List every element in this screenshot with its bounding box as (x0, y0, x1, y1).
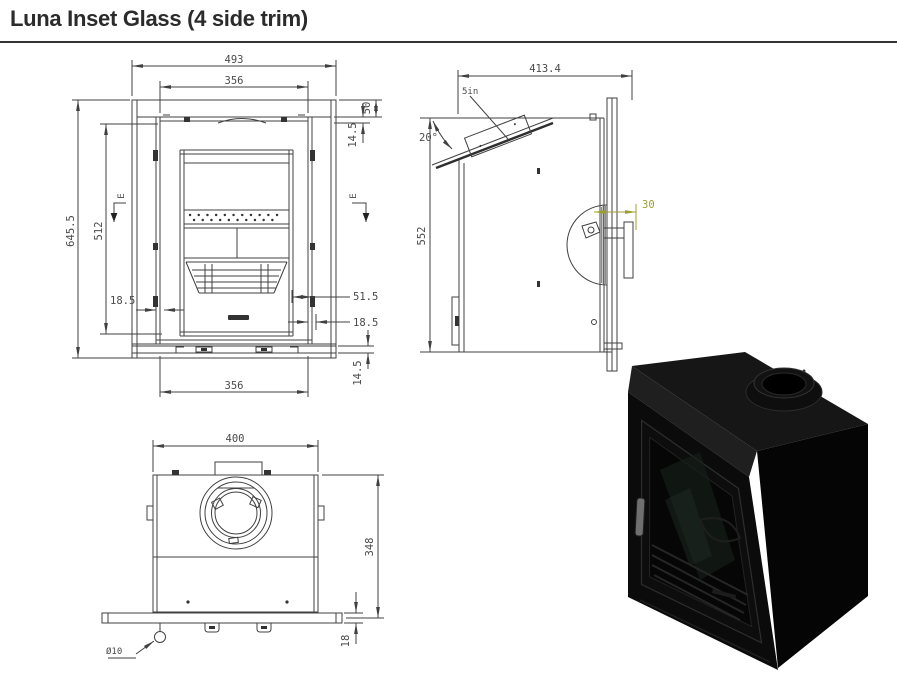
dim-50 (334, 99, 382, 118)
dim-18-5-right (288, 314, 350, 330)
pin-leader (135, 640, 155, 655)
dim-14-5-top (334, 104, 370, 143)
dim-493 (131, 60, 337, 96)
render-door-handle (634, 497, 646, 537)
dim-text-356-bottom: 356 (225, 380, 244, 392)
page-title: Luna Inset Glass (4 side trim) (10, 6, 308, 31)
dim-text-30: 30 (642, 199, 655, 211)
dim-text-413-4: 413.4 (529, 63, 561, 75)
flue-collar-top (199, 476, 273, 550)
dim-400 (152, 440, 319, 472)
render-bottom-crease (639, 599, 771, 663)
dim-text-14-5-bottom: 14.5 (352, 360, 364, 385)
trim-panel-side (603, 97, 623, 372)
front-dimensions (72, 60, 382, 397)
dim-text-20deg: 20° (419, 132, 438, 144)
dim-text-356-top: 356 (225, 75, 244, 87)
dim-356-bottom (159, 356, 309, 397)
dim-51-5 (291, 290, 350, 303)
dim-18 (344, 592, 363, 644)
section-label-right: E (349, 193, 359, 198)
side-view (420, 70, 637, 372)
dim-356-top (159, 81, 309, 113)
top-clip-left (184, 117, 190, 122)
hole-diameter-label: Ø10 (106, 646, 122, 657)
dim-348 (322, 474, 384, 619)
rear-bracket-detail (566, 204, 634, 286)
dim-text-14-5-top: 14.5 (347, 122, 359, 147)
glass-swirl (699, 517, 742, 543)
front-step (451, 296, 459, 346)
title-divider (0, 41, 897, 43)
fire-grate (184, 257, 289, 294)
section-label-left: E (117, 193, 127, 198)
dim-text-400: 400 (226, 433, 245, 445)
dim-30 (594, 204, 637, 230)
dim-text-51-5: 51.5 (353, 291, 378, 303)
dim-413-4 (457, 70, 633, 114)
section-mark-right (352, 202, 370, 222)
dim-text-552: 552 (416, 227, 428, 246)
fixing-tab-right (256, 623, 272, 633)
render-flue-collar (745, 367, 823, 412)
airwash-hump (217, 118, 267, 124)
dim-text-512: 512 (93, 222, 105, 241)
flue-exit-tab (214, 461, 263, 475)
dim-text-50: 50 (361, 102, 373, 115)
top-view (101, 440, 384, 659)
dim-512 (100, 123, 162, 335)
render-top-face (632, 352, 868, 451)
render-brand-mark (711, 589, 737, 599)
render-side-face (757, 424, 868, 668)
dim-14-5-bottom (338, 330, 374, 369)
dim-text-645-5: 645.5 (65, 215, 77, 247)
flue-label-leader (469, 95, 509, 140)
dim-645-5 (72, 99, 134, 359)
brand-logo-mark (228, 315, 249, 320)
dim-text-18-5-right: 18.5 (353, 317, 378, 329)
dim-text-18-5-left: 18.5 (110, 295, 135, 307)
dim-text-18: 18 (340, 635, 352, 648)
top-clip-right (281, 117, 287, 122)
dim-text-348: 348 (364, 538, 376, 557)
pin-circle (154, 631, 166, 643)
dim-text-493: 493 (225, 54, 244, 66)
front-trim-outline (131, 99, 337, 359)
render-top-chamfer (628, 366, 757, 477)
flue-size-label: 5in (462, 87, 478, 97)
render-grate-lines (651, 544, 749, 621)
flue-collar-side (463, 114, 533, 158)
top-body-outline (152, 474, 319, 613)
front-view (110, 99, 370, 359)
section-mark-left (110, 202, 126, 222)
angle-20 (432, 120, 453, 150)
glass-reflection-2 (665, 488, 712, 566)
render-3d (628, 352, 868, 670)
front-door (179, 149, 294, 337)
fixing-tab-left (204, 623, 220, 633)
bottom-trim-bar (101, 612, 343, 659)
